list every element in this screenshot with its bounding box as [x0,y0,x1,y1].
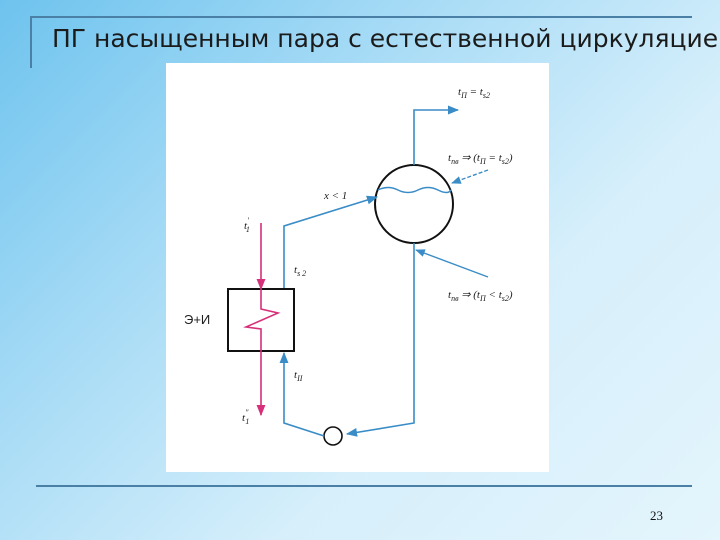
steam-outlet-label: tП = ts2 [458,86,490,100]
riser-line [283,195,379,289]
bottom-rule [36,485,692,487]
pump-to-heater-line [279,351,325,437]
tII-label: tII [294,369,303,383]
steam-outlet-line [413,105,460,165]
t1-out-label: t″1 [242,408,249,426]
quality-label: x < 1 [323,190,347,202]
water-level-line [377,186,452,194]
heating-medium-zigzag [243,289,281,351]
feedwater-top-label: tпв ⇒ (tП = ts2) [448,152,513,166]
downcomer-line [345,243,415,437]
ts2-label: ts 2 [294,264,306,278]
circulation-diagram: Э+И tП = ts2 tпв ⇒ (tП = ts2) tпв ⇒ (tП … [184,86,513,446]
feedwater-arrow-bottom [415,249,489,278]
block-label: Э+И [184,312,210,327]
title-frame [30,16,692,68]
circulation-pump [323,426,343,446]
diagram-panel: Э+И tП = ts2 tпв ⇒ (tП = ts2) tпв ⇒ (tП … [166,63,549,472]
page-number: 23 [650,508,663,523]
t1-in-label: t′1 [244,216,250,234]
steam-drum [374,164,454,244]
feedwater-bottom-label: tпв ⇒ (tП < ts2) [448,289,513,303]
feedwater-arrow-top [451,169,489,184]
slide-title: ПГ насыщенным пара с естественной циркул… [52,24,720,53]
